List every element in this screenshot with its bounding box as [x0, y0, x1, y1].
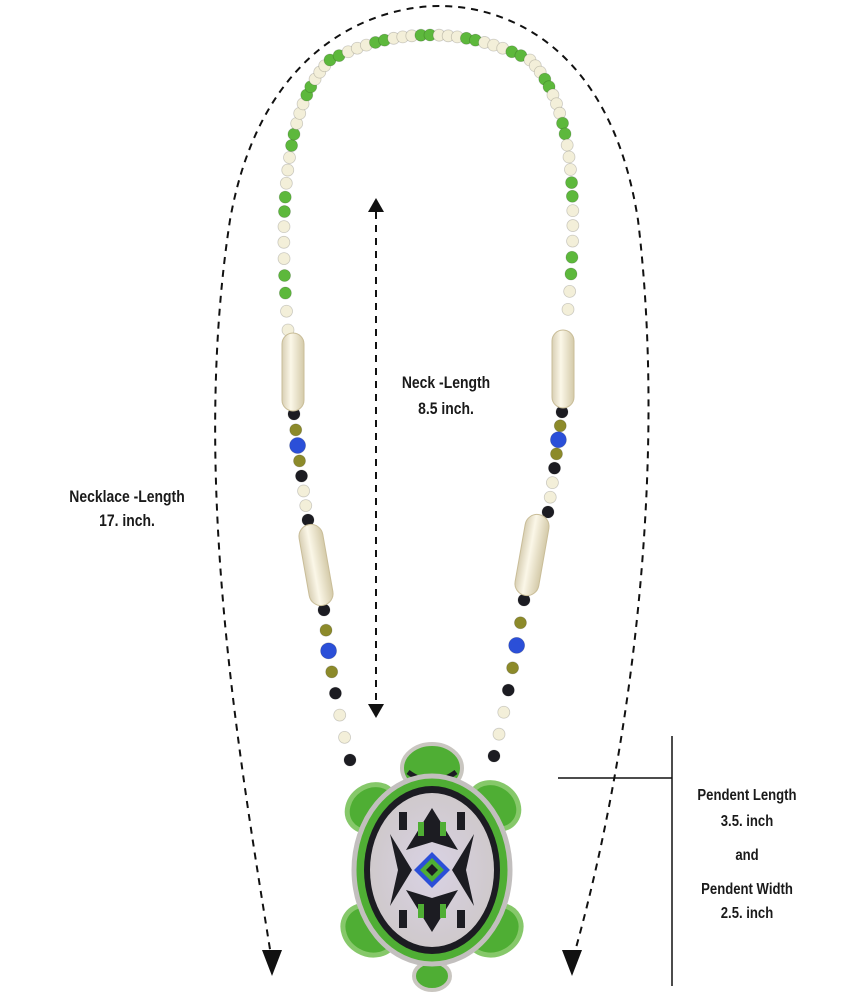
seed-bead [566, 219, 580, 232]
accent-bead [506, 661, 520, 675]
shell-pattern [390, 808, 474, 932]
accent-bead [497, 705, 511, 719]
necklace-length-title: Necklace -Length [69, 487, 185, 506]
accent-bead [320, 642, 337, 660]
accent-bead [487, 749, 501, 763]
accent-bead [293, 454, 306, 468]
seed-bead [278, 286, 292, 300]
seed-bead [277, 235, 291, 249]
accent-bead [338, 730, 351, 744]
pendant-length-value: 3.5. inch [720, 813, 774, 830]
seed-bead [560, 138, 574, 152]
seed-bead [277, 220, 291, 234]
accent-bead [289, 423, 303, 437]
seed-bead [565, 250, 579, 264]
seed-bead [566, 234, 579, 248]
seed-bead [561, 302, 575, 316]
accent-bead [343, 753, 357, 767]
pendant-width-value: 2.5. inch [720, 905, 774, 922]
pendant-length-title: Pendent Length [697, 787, 797, 804]
accent-bead [297, 484, 310, 498]
accent-bead [299, 499, 313, 512]
seed-bead [556, 116, 569, 130]
seed-bead [565, 176, 578, 189]
accent-bead [508, 636, 526, 654]
seed-bead [278, 190, 292, 204]
accent-bead [325, 665, 339, 679]
seed-bead [283, 151, 296, 164]
seed-bead [565, 189, 579, 203]
seed-bead [278, 205, 291, 218]
seed-bead [277, 252, 291, 265]
seed-bead [563, 285, 577, 298]
accent-bead [541, 505, 555, 519]
seed-bead [562, 150, 576, 164]
arrowhead-down-icon [368, 704, 384, 718]
arrowhead-left-icon [262, 950, 282, 976]
seed-bead [287, 127, 301, 141]
seed-bead [564, 267, 578, 281]
seed-bead [280, 304, 293, 318]
turtle-pendant [340, 742, 524, 992]
arrowhead-right-icon [562, 950, 582, 976]
necklace-length-dimension-arc [214, 4, 650, 963]
accent-bead [553, 419, 567, 433]
accent-bead [295, 469, 308, 483]
accent-bead [550, 447, 563, 461]
accent-bead [492, 727, 506, 741]
seed-bead [558, 127, 572, 141]
neck-length-value: 8.5 inch. [418, 399, 474, 418]
accent-bead [548, 461, 561, 475]
accent-bead [289, 437, 306, 454]
arrowhead-up-icon [368, 198, 384, 212]
accent-bead [543, 490, 557, 504]
seed-bead [566, 204, 580, 218]
seed-bead [285, 139, 298, 152]
and-label: and [735, 847, 759, 864]
pendant-width-title: Pendent Width [701, 881, 793, 898]
neck-length-title: Neck -Length [401, 373, 491, 392]
accent-bead [319, 623, 333, 637]
accent-bead [550, 431, 567, 449]
seed-bead [279, 176, 293, 190]
accent-bead [514, 616, 527, 630]
accent-bead [501, 683, 515, 697]
bead-strand [277, 28, 580, 767]
accent-bead [546, 476, 559, 490]
seed-bead [278, 269, 291, 282]
accent-bead [329, 686, 342, 700]
bone-tube-beads [281, 329, 575, 607]
necklace-length-value: 17. inch. [99, 511, 155, 530]
seed-bead [281, 163, 295, 177]
accent-bead [333, 708, 347, 722]
seed-bead [564, 163, 577, 176]
